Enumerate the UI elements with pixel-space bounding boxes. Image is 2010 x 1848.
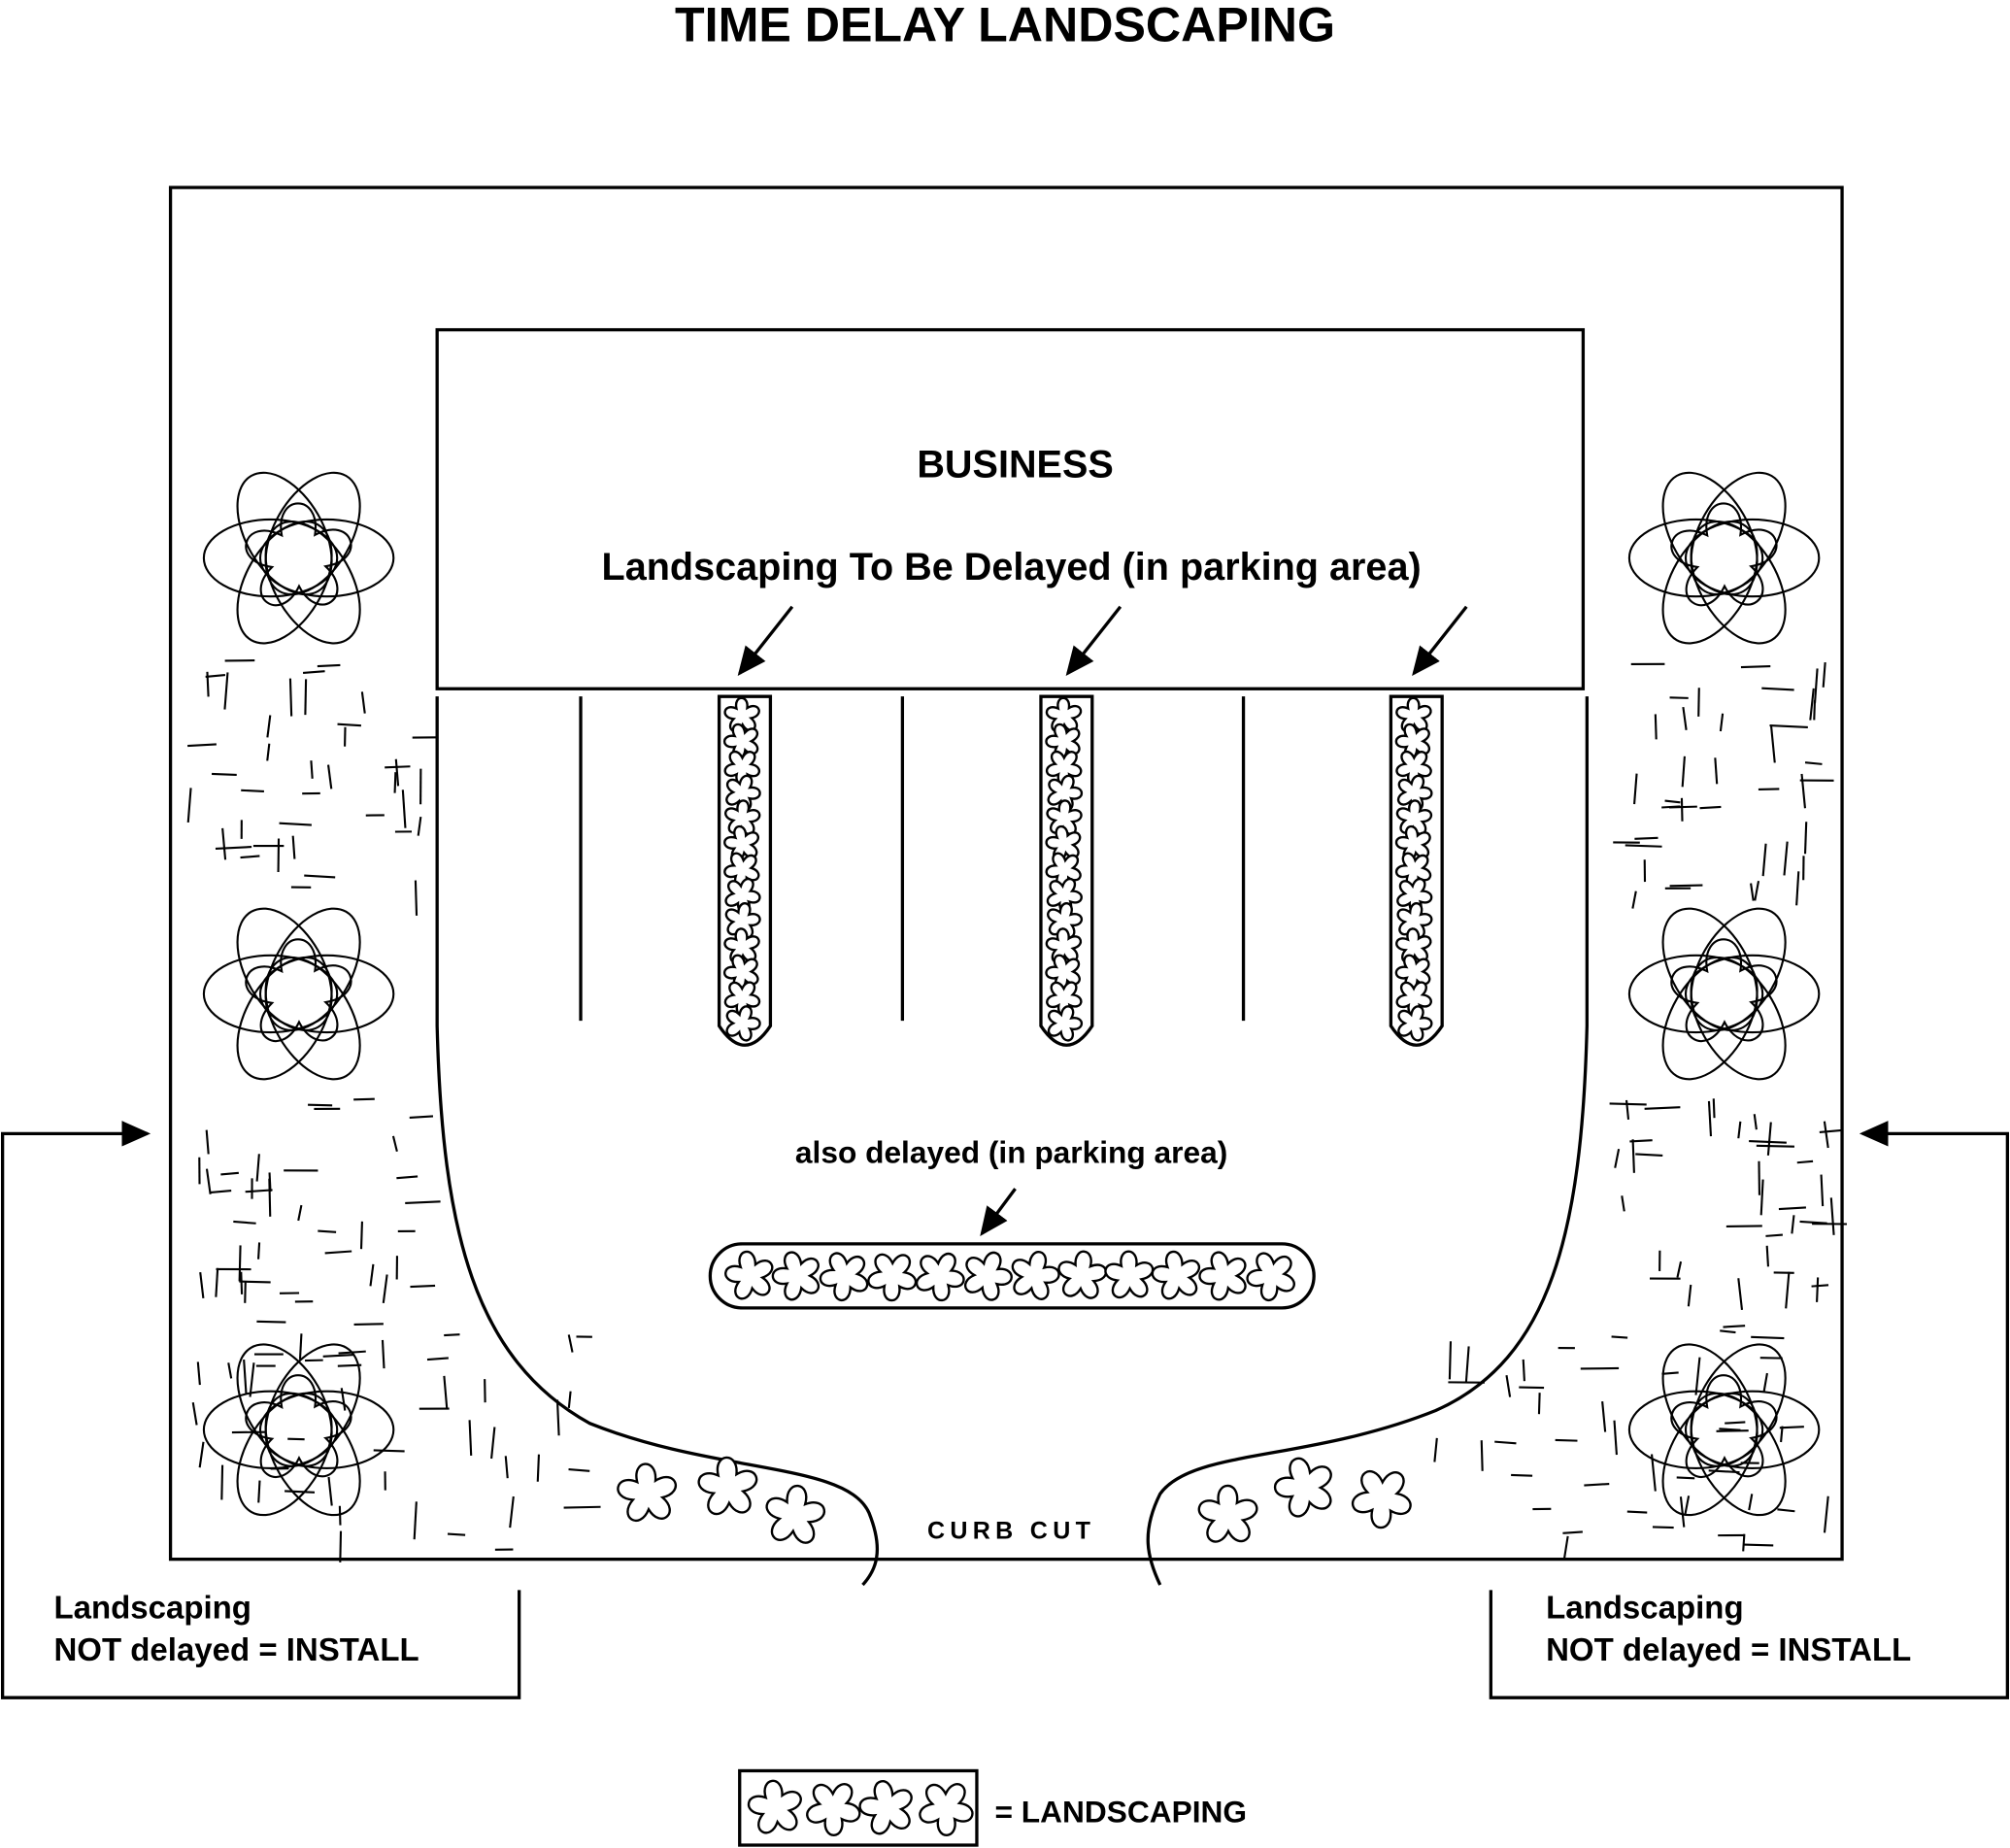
shrub-icon (867, 1253, 918, 1302)
shrub-icon (1104, 1250, 1155, 1299)
lawn-hatching (1433, 1335, 1829, 1561)
delayed-planter-strip (717, 694, 773, 1047)
tree-icon (1627, 471, 1821, 645)
shrub-icon (1396, 774, 1433, 811)
shrub-icon (723, 824, 759, 862)
shrub-icon (1351, 1470, 1412, 1529)
property-boundary (168, 185, 1844, 1562)
front-shrubs (617, 1456, 1412, 1544)
arrow-to-island-planter (980, 1188, 1017, 1236)
shrub-icon (725, 1005, 761, 1042)
arrow-to-planter-1 (737, 605, 794, 677)
shrub-icon (1396, 902, 1433, 939)
shrub-icon (1011, 1251, 1060, 1300)
shrub-icon (1151, 1250, 1201, 1300)
shrub-icon (724, 902, 761, 939)
shrub-icon (1394, 824, 1431, 862)
shrub-icon (765, 1484, 826, 1544)
shrub-icon (806, 1783, 861, 1836)
shrub-icon (819, 1252, 869, 1301)
lawn-hatching (186, 658, 438, 916)
shrub-icon (1045, 927, 1083, 964)
shrub-icon (1057, 1250, 1108, 1299)
shrub-icon (725, 774, 761, 811)
shrub-icon (1198, 1251, 1247, 1301)
arrow-to-planter-3 (1412, 605, 1468, 677)
shrub-icon (1394, 954, 1431, 991)
shrub-icon (722, 954, 759, 991)
shrub-icon (723, 927, 760, 964)
parking-lot-edge-right (1146, 696, 1589, 1586)
also-delayed-label: also delayed (in parking area) (795, 1135, 1227, 1170)
shrub-icon (771, 1251, 821, 1301)
arrow-to-planter-2 (1065, 605, 1122, 677)
legend-label: = LANDSCAPING (994, 1794, 1247, 1829)
shrub-icon (1274, 1457, 1332, 1518)
shrub-icon (1045, 722, 1081, 760)
shrub-icon (1246, 1252, 1295, 1301)
shrub-icon (747, 1779, 802, 1834)
shrub-icon (915, 1252, 965, 1302)
right-note-line2: NOT delayed = INSTALL (1546, 1631, 1911, 1667)
shrub-icon (1045, 824, 1082, 862)
diagram-title: TIME DELAY LANDSCAPING (675, 0, 1335, 52)
shrub-icon (723, 750, 760, 787)
curb-cut-label: CURB CUT (927, 1518, 1095, 1545)
delayed-label: Landscaping To Be Delayed (in parking ar… (602, 546, 1422, 588)
shrub-icon (723, 981, 761, 1017)
shrub-icon (858, 1780, 913, 1835)
left-note-line1: Landscaping (53, 1589, 251, 1625)
shrub-icon (1397, 1005, 1433, 1042)
tree-icon (1627, 907, 1821, 1081)
shrub-icon (919, 1783, 974, 1836)
shrub-icon (1047, 774, 1084, 811)
delayed-planter-strip (1389, 694, 1444, 1047)
shrub-icon (1046, 981, 1083, 1017)
left-callout-leader (0, 1121, 521, 1699)
shrub-icon (1395, 927, 1432, 964)
tree-icon (202, 1343, 395, 1517)
lawn-hatching (1613, 662, 1834, 909)
right-callout-leader (1489, 1121, 2010, 1699)
tree-icon (202, 471, 395, 645)
shrub-icon (1394, 722, 1431, 760)
shrub-icon (1395, 750, 1432, 787)
business-label: BUSINESS (917, 443, 1113, 486)
shrub-icon (1197, 1484, 1258, 1543)
shrub-icon (724, 1250, 774, 1300)
business-building (435, 327, 1586, 690)
shrub-icon (1045, 954, 1081, 991)
shrub-icon (722, 722, 759, 760)
shrub-icon (1046, 750, 1083, 787)
shrub-icon (1047, 1005, 1084, 1042)
lawn-hatching (198, 1097, 441, 1326)
left-note-line2: NOT delayed = INSTALL (53, 1631, 419, 1667)
island-planter (708, 1242, 1316, 1310)
shrub-icon (1047, 902, 1084, 939)
lawn-hatching (191, 1333, 601, 1562)
shrub-icon (964, 1251, 1013, 1301)
delayed-planter-strip (1039, 694, 1094, 1047)
legend-swatch (738, 1768, 979, 1847)
tree-icon (202, 907, 395, 1081)
shrub-icon (1395, 981, 1432, 1017)
right-note-line1: Landscaping (1546, 1589, 1744, 1625)
shrub-icon (697, 1456, 758, 1516)
parking-lot-edge-left (435, 696, 880, 1587)
shrub-icon (617, 1462, 677, 1522)
lawn-hatching (1609, 1098, 1847, 1334)
